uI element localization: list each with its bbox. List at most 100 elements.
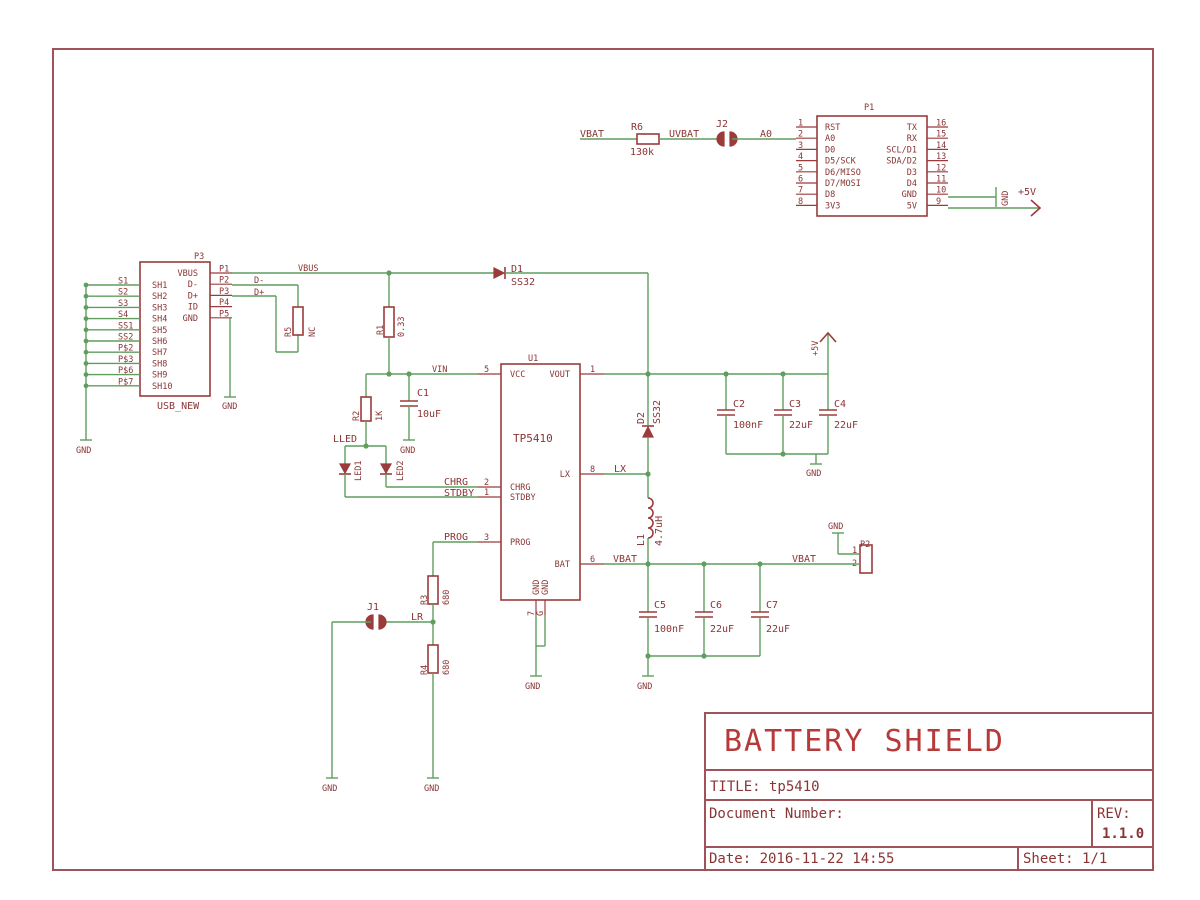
lx-network: LX L1 4.7uH xyxy=(604,464,665,564)
svg-text:SH8: SH8 xyxy=(152,359,167,369)
svg-text:J1: J1 xyxy=(367,602,379,613)
svg-text:GND: GND xyxy=(828,522,843,532)
svg-text:SS1: SS1 xyxy=(118,321,133,331)
svg-text:3: 3 xyxy=(484,533,489,543)
p1-pin: 14 SCL/D1 xyxy=(886,141,948,155)
svg-text:22uF: 22uF xyxy=(834,420,858,431)
svg-text:GND: GND xyxy=(183,314,198,324)
diode-d2: D2 SS32 xyxy=(636,374,663,474)
svg-text:D2: D2 xyxy=(636,412,647,424)
vin-net: VIN xyxy=(366,365,478,377)
title-heading: BATTERY SHIELD xyxy=(724,724,1005,759)
svg-text:S1: S1 xyxy=(118,277,128,287)
svg-text:U1: U1 xyxy=(528,354,538,364)
svg-text:UVBAT: UVBAT xyxy=(669,129,699,140)
svg-text:SH6: SH6 xyxy=(152,337,167,347)
sheet-text: Sheet: 1/1 xyxy=(1023,851,1107,867)
svg-text:SCL/D1: SCL/D1 xyxy=(886,145,917,155)
svg-text:GND: GND xyxy=(637,682,652,692)
u1-pin: 8LX xyxy=(560,465,604,480)
svg-text:D-: D- xyxy=(188,280,198,290)
svg-text:P3: P3 xyxy=(194,252,204,262)
u1-gnd-pin: GND 7 xyxy=(527,580,542,616)
svg-text:A0: A0 xyxy=(760,129,772,140)
svg-text:GND: GND xyxy=(532,580,542,595)
svg-text:S2: S2 xyxy=(118,288,128,298)
svg-text:1: 1 xyxy=(484,488,489,498)
svg-text:RST: RST xyxy=(825,123,840,133)
svg-text:680: 680 xyxy=(442,660,452,675)
svg-text:SH2: SH2 xyxy=(152,292,167,302)
svg-text:10: 10 xyxy=(936,186,946,196)
svg-text:C7: C7 xyxy=(766,600,778,611)
svg-text:14: 14 xyxy=(936,141,946,151)
svg-text:D4: D4 xyxy=(907,179,917,189)
svg-text:P1: P1 xyxy=(219,265,229,275)
resistor-r1: R1 0.33 xyxy=(376,273,407,374)
svg-text:VBAT: VBAT xyxy=(613,554,637,565)
svg-text:7: 7 xyxy=(527,611,537,616)
svg-text:D3: D3 xyxy=(907,168,917,178)
svg-text:VBAT: VBAT xyxy=(792,554,816,565)
svg-text:USB_NEW: USB_NEW xyxy=(157,401,200,412)
svg-text:GND: GND xyxy=(1001,191,1011,206)
svg-text:A0: A0 xyxy=(825,134,835,144)
svg-text:SS32: SS32 xyxy=(652,400,663,424)
svg-text:10uF: 10uF xyxy=(417,409,441,420)
svg-text:6: 6 xyxy=(798,175,803,185)
svg-text:D1: D1 xyxy=(511,264,523,275)
svg-text:+5V: +5V xyxy=(811,341,821,356)
svg-text:4.7uH: 4.7uH xyxy=(654,516,665,546)
svg-text:SH4: SH4 xyxy=(152,315,167,325)
svg-text:+5V: +5V xyxy=(1018,187,1036,198)
svg-text:D6/MISO: D6/MISO xyxy=(825,168,861,178)
svg-text:LED2: LED2 xyxy=(396,461,406,481)
svg-text:7: 7 xyxy=(798,186,803,196)
svg-text:R4: R4 xyxy=(420,665,430,675)
svg-text:LLED: LLED xyxy=(333,434,357,445)
svg-text:P2: P2 xyxy=(219,276,229,286)
svg-text:D0: D0 xyxy=(825,145,835,155)
svg-text:P5: P5 xyxy=(219,309,229,319)
svg-text:BAT: BAT xyxy=(555,560,570,570)
svg-text:C3: C3 xyxy=(789,399,801,410)
svg-text:1: 1 xyxy=(590,365,595,375)
svg-text:13: 13 xyxy=(936,152,946,162)
capacitor-c1: C1 10uF GND xyxy=(400,374,441,456)
svg-text:GND: GND xyxy=(222,402,237,412)
svg-text:GND: GND xyxy=(806,469,821,479)
svg-text:R6: R6 xyxy=(631,122,643,133)
svg-text:P$3: P$3 xyxy=(118,355,133,365)
p1-pin: 1 RST xyxy=(796,119,840,133)
svg-text:LED1: LED1 xyxy=(354,461,364,481)
svg-text:6: 6 xyxy=(590,555,595,565)
svg-text:PROG: PROG xyxy=(510,538,530,548)
svg-text:LX: LX xyxy=(614,464,626,475)
svg-text:PROG: PROG xyxy=(444,532,468,543)
title-block: BATTERY SHIELD TITLE: tp5410 Document Nu… xyxy=(704,712,1154,871)
svg-text:STDBY: STDBY xyxy=(444,488,474,499)
svg-text:1: 1 xyxy=(798,119,803,129)
rev-label: REV: xyxy=(1097,806,1131,822)
svg-text:8: 8 xyxy=(798,197,803,207)
svg-text:J2: J2 xyxy=(716,119,728,130)
usb-shield-pin: S2 SH2 xyxy=(83,288,167,302)
svg-text:P$6: P$6 xyxy=(118,366,133,376)
svg-text:22uF: 22uF xyxy=(789,420,813,431)
svg-text:GND: GND xyxy=(525,682,540,692)
vout-network: +5V C2 100nF C3 22uF C4 22uF GND xyxy=(604,331,858,479)
svg-text:S4: S4 xyxy=(118,310,128,320)
usb-pin: D+P3 xyxy=(188,287,232,301)
